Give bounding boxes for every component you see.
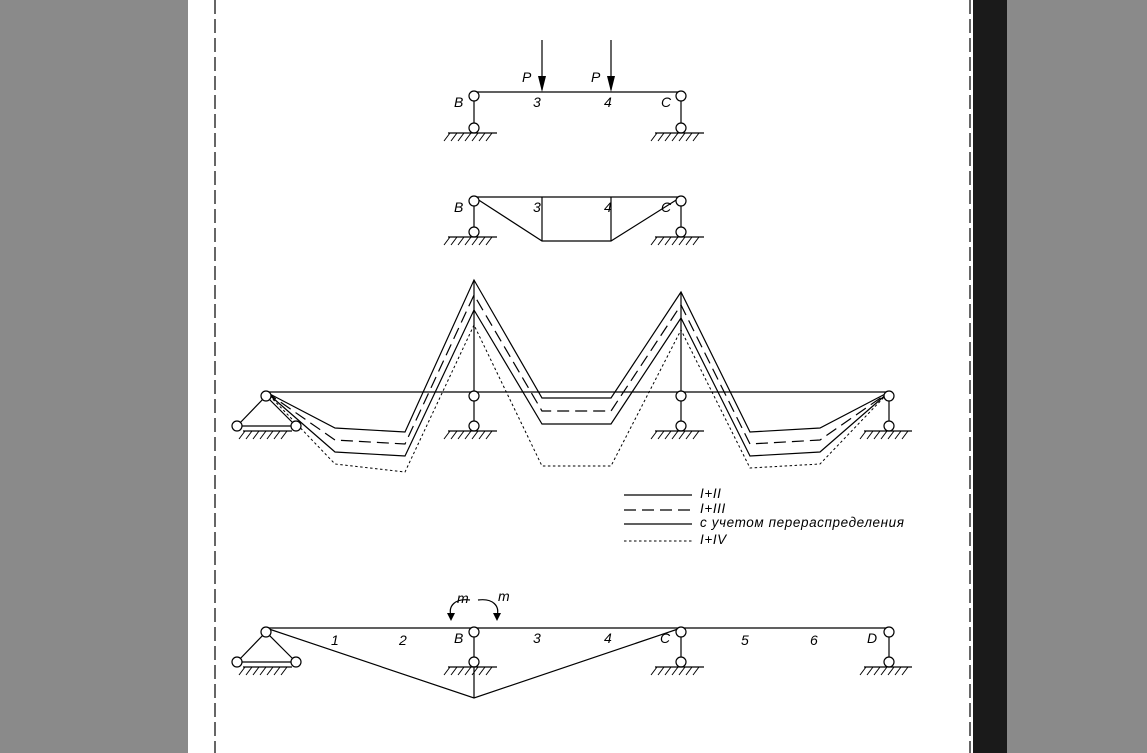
support-c-moment: [650, 195, 704, 246]
load-arrowhead-2: [607, 76, 615, 92]
bottom-node-label-5: 5: [741, 632, 749, 648]
curve-i-ii: [265, 278, 890, 433]
support-b-bottom: [443, 626, 497, 676]
node-label-3: 3: [533, 94, 541, 110]
bottom-node-label-1: 1: [331, 632, 339, 648]
bottom-node-label-4: 4: [604, 630, 612, 646]
moment-node-label-4: 4: [604, 199, 612, 215]
bottom-node-label-6: 6: [810, 632, 818, 648]
legend-label-i-ii: I+II: [700, 486, 722, 501]
moment-node-label-3: 3: [533, 199, 541, 215]
moment-node-label-b: B: [454, 199, 463, 215]
moment-label-m2: m: [498, 588, 510, 604]
support-a-envelope: [231, 390, 302, 440]
support-c-bottom: [650, 626, 704, 676]
left-gray-panel: [0, 0, 188, 753]
legend: I+II I+III с учетом перераспределения I+…: [624, 486, 905, 547]
bottom-node-label-3: 3: [533, 630, 541, 646]
envelope-diagram: [231, 278, 912, 473]
bottom-node-label-b: B: [454, 630, 463, 646]
curve-i-iv: [265, 323, 890, 473]
moment-diagram-scheme: B 3 4 C: [443, 195, 704, 246]
moment-arrow-left: [447, 599, 471, 621]
support-d-bottom: [859, 626, 912, 676]
top-beam-scheme: P P B 3 4 C: [443, 40, 704, 142]
node-label-b: B: [454, 94, 463, 110]
support-d-envelope: [859, 390, 912, 440]
right-dark-strip: [973, 0, 1007, 753]
node-label-4: 4: [604, 94, 612, 110]
moment-label-m1: m: [457, 590, 469, 606]
legend-label-i-iii: I+III: [700, 501, 726, 516]
support-b-top: [443, 90, 497, 142]
bottom-node-label-c: C: [660, 630, 671, 646]
load-arrowhead-1: [538, 76, 546, 92]
legend-label-redistribution: с учетом перераспределения: [700, 515, 905, 530]
support-a-bottom: [231, 626, 302, 676]
bottom-node-label-d: D: [867, 630, 877, 646]
bottom-beam-scheme: m m: [231, 588, 912, 699]
support-c-top: [650, 90, 704, 142]
support-c-envelope: [650, 390, 704, 440]
support-b-envelope: [443, 390, 497, 440]
load-label-p2: P: [591, 69, 601, 85]
support-b-moment: [443, 195, 497, 246]
legend-label-i-iv: I+IV: [700, 532, 728, 547]
curve-i-iii: [265, 293, 890, 445]
moment-node-label-c: C: [661, 199, 672, 215]
node-label-c: C: [661, 94, 672, 110]
load-label-p1: P: [522, 69, 532, 85]
curve-redistribution: [265, 308, 890, 457]
bottom-node-label-2: 2: [398, 632, 407, 648]
right-gray-panel: [1007, 0, 1147, 753]
moment-arrow-right: [477, 599, 501, 621]
